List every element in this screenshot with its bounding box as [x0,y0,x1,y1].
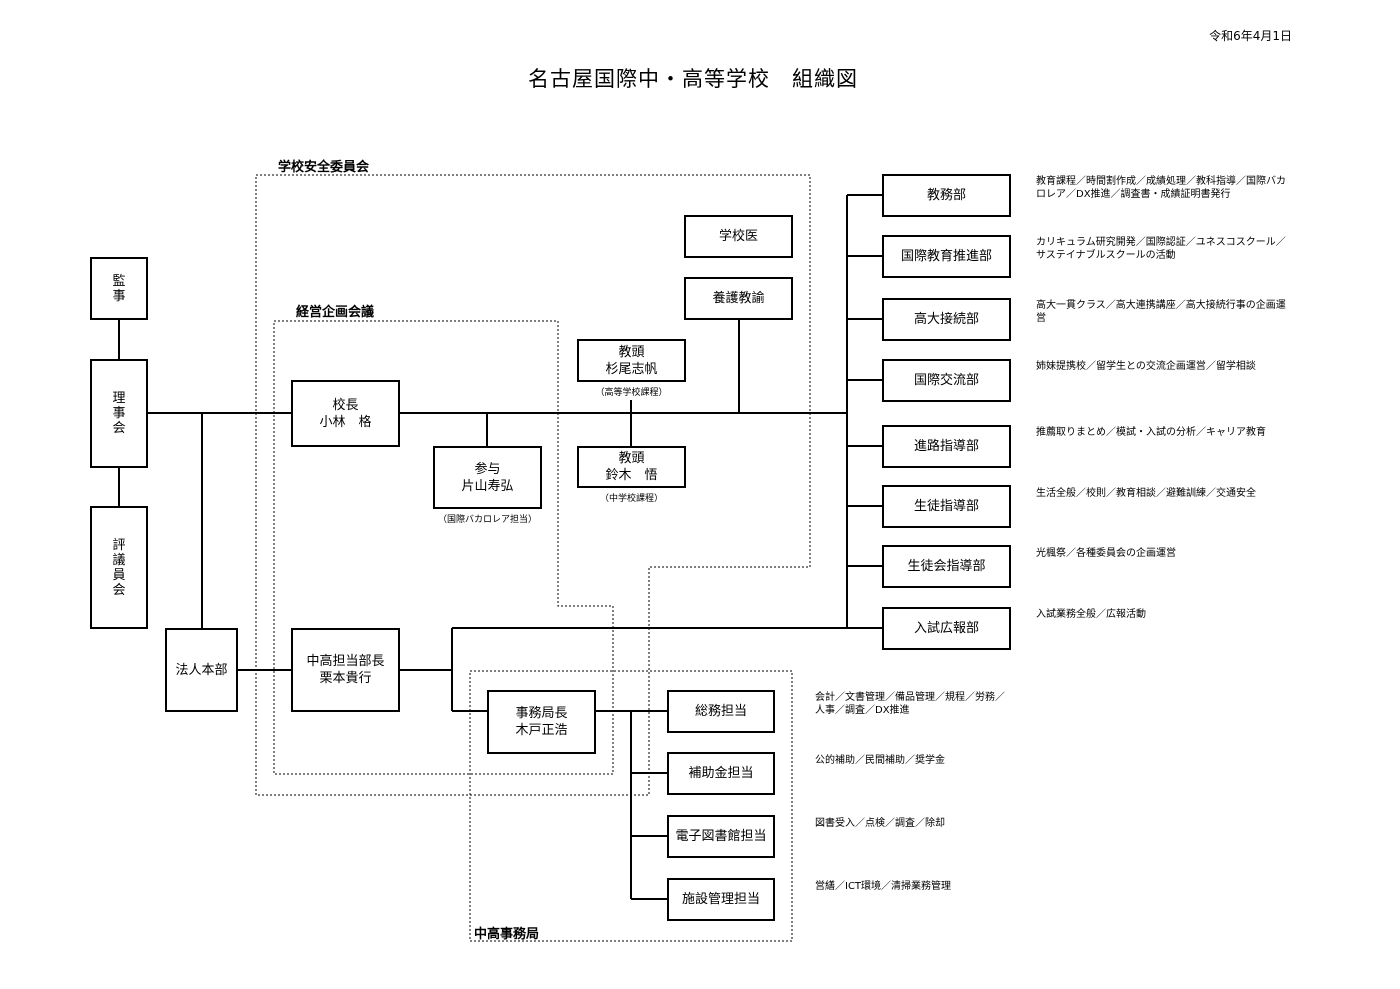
dept-description: 推薦取りまとめ／模試・入試の分析／キャリア教育 [1036,427,1266,438]
dept-box: 高大接続部 [882,298,1011,341]
board-of-directors-box: 理事会 [90,359,148,468]
page-title: 名古屋国際中・高等学校 組織図 [528,67,858,91]
division-head-box: 中高担当部長栗本貴行 [291,628,400,712]
dept-box: 国際交流部 [882,359,1011,402]
planning-meeting-label: 経営企画会議 [296,305,375,320]
advisor-note: （国際バカロレア担当） [437,515,537,525]
auditor-box: 監事 [90,257,148,320]
dept-box: 生徒会指導部 [882,545,1011,588]
dept-description: 姉妹提携校／留学生との交流企画運営／留学相談 [1036,361,1256,372]
office-unit-description: 公的補助／民間補助／奨学金 [815,755,945,766]
office-unit-box: 総務担当 [667,690,775,733]
safety-committee-label: 学校安全委員会 [278,160,370,175]
dept-description: 教育課程／時間割作成／成績処理／教科指導／国際バカロレア／DX推進／調査書・成績… [1036,176,1286,200]
dept-box: 入試広報部 [882,607,1011,650]
dept-box: 生徒指導部 [882,485,1011,528]
office-unit-box: 補助金担当 [667,752,775,795]
office-unit-description: 営繕／ICT環境／清掃業務管理 [815,881,952,892]
office-bureau-border [469,670,793,942]
principal-box: 校長小林 格 [291,380,400,447]
dept-box: 進路指導部 [882,425,1011,468]
nurse-teacher-box: 養護教諭 [684,277,793,320]
office-unit-description: 図書受入／点検／調査／除却 [815,818,945,829]
dept-description: カリキュラム研究開発／国際認証／ユネスコスクール／サステイナブルスクールの活動 [1036,237,1286,261]
office-director-box: 事務局長木戸正浩 [487,690,596,754]
school-doctor-box: 学校医 [684,215,793,258]
corporate-hq-box: 法人本部 [165,628,238,712]
office-unit-box: 電子図書館担当 [667,815,775,858]
safety-committee-border [255,174,811,796]
council-box: 評議員会 [90,506,148,629]
vice-principal-high-note: （高等学校課程） [595,388,668,398]
dept-box: 教務部 [882,174,1011,217]
dept-box: 国際教育推進部 [882,235,1011,278]
vice-principal-high-box: 教頭杉尾志帆 [577,339,686,382]
dept-description: 入試業務全般／広報活動 [1036,609,1146,620]
office-unit-box: 施設管理担当 [667,878,775,921]
vice-principal-junior-note: （中学校課程） [599,494,663,504]
dept-description: 高大一貫クラス／高大連携講座／高大接続行事の企画運営 [1036,300,1286,324]
dept-description: 生活全般／校則／教育相談／避難訓練／交通安全 [1036,488,1256,499]
office-unit-description: 会計／文書管理／備品管理／規程／労務／人事／調査／DX推進 [815,692,1005,716]
vice-principal-junior-box: 教頭鈴木 悟 [577,446,686,488]
dept-description: 光楓祭／各種委員会の企画運営 [1036,548,1176,559]
office-bureau-label: 中高事務局 [474,927,540,942]
issue-date: 令和6年4月1日 [1209,29,1292,43]
planning-meeting-border [273,320,614,775]
advisor-box: 参与片山寿弘 [433,446,542,509]
